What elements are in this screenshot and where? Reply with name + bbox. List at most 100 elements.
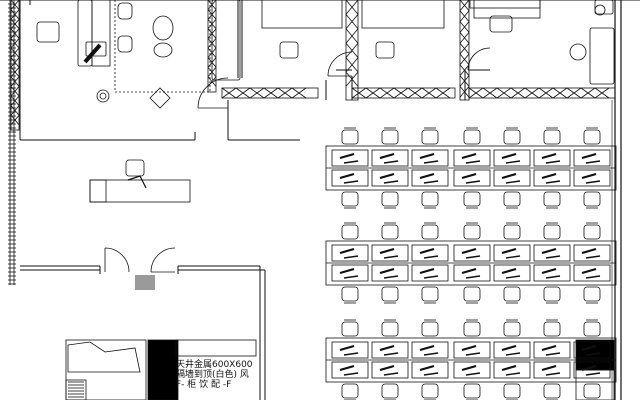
truss-brace <box>365 87 381 99</box>
monitor <box>419 247 435 255</box>
desk-bottom <box>331 264 369 282</box>
keyboard <box>465 255 481 259</box>
workstation <box>533 319 571 400</box>
monitor <box>581 267 597 275</box>
office-desk <box>261 0 343 29</box>
annotation-line-2: 隔墙到顶(白色) 风 <box>176 370 249 380</box>
reception-chair <box>125 159 145 177</box>
workstation <box>533 127 571 209</box>
chair-top <box>341 321 359 337</box>
monitor <box>339 152 355 160</box>
door-office-1 <box>327 51 353 77</box>
desk-bottom <box>371 361 409 379</box>
keyboard <box>423 275 439 279</box>
workstation <box>411 319 449 400</box>
chair-top <box>341 224 359 240</box>
workstation <box>493 222 531 304</box>
chair-top <box>543 129 561 145</box>
truss-brace <box>524 87 540 99</box>
truss-brace <box>459 53 470 66</box>
truss-brace <box>345 57 359 73</box>
monitor <box>581 172 597 180</box>
keyboard <box>423 255 439 259</box>
truss-brace <box>10 47 20 58</box>
truss-brace <box>435 87 451 99</box>
keyboard <box>383 275 399 279</box>
chair-top <box>503 129 521 145</box>
entrance-mat <box>135 275 155 290</box>
door-swing <box>197 77 229 109</box>
desk-top <box>573 341 611 359</box>
chair-top <box>503 224 521 240</box>
chair-bottom <box>543 286 561 302</box>
monitor <box>419 364 435 372</box>
chair-bottom <box>463 383 481 399</box>
truss-brace <box>459 75 470 87</box>
keyboard <box>585 180 601 184</box>
truss-brace <box>345 0 359 15</box>
monitor <box>461 247 477 255</box>
monitor <box>339 247 355 255</box>
keyboard <box>585 372 601 376</box>
fridge <box>147 339 179 400</box>
keyboard <box>383 180 399 184</box>
desk-top <box>493 149 531 167</box>
monitor <box>379 172 395 180</box>
truss-brace <box>459 64 470 76</box>
keyboard <box>423 160 439 164</box>
monitor <box>339 172 355 180</box>
chair-bottom <box>381 286 399 302</box>
door-swing <box>104 247 130 273</box>
pantry-counter <box>65 339 147 400</box>
truss-walls <box>8 0 616 285</box>
desk-bottom <box>453 169 491 187</box>
truss-brace <box>407 87 423 99</box>
chair-bottom <box>341 383 359 399</box>
keyboard <box>545 372 561 376</box>
truss-brace <box>468 87 484 99</box>
door-entrance-left <box>104 247 130 273</box>
monitor <box>461 344 477 352</box>
doors <box>104 47 491 290</box>
rug-outline <box>114 0 211 93</box>
monitor <box>461 152 477 160</box>
workstation <box>331 222 369 304</box>
chair-bottom <box>381 191 399 207</box>
desk-bottom <box>533 264 571 282</box>
truss-frame <box>468 87 616 99</box>
truss-brace <box>10 57 20 68</box>
keyboard <box>465 180 481 184</box>
truss-brace <box>277 87 293 99</box>
keyboard <box>505 275 521 279</box>
workstation <box>573 222 611 304</box>
monitor <box>419 267 435 275</box>
truss-frame <box>351 87 456 99</box>
chair-bottom <box>421 383 439 399</box>
keyboard <box>545 160 561 164</box>
desk-top <box>533 244 571 262</box>
monitor <box>379 364 395 372</box>
monitor <box>541 152 557 160</box>
keyboard <box>383 160 399 164</box>
desk-top <box>533 341 571 359</box>
chair-top <box>381 224 399 240</box>
round-table-small <box>153 42 173 58</box>
desk-bottom <box>533 169 571 187</box>
keyboard <box>343 275 359 279</box>
workstation <box>331 127 369 209</box>
monitor <box>461 364 477 372</box>
workstation <box>371 319 409 400</box>
keyboard <box>585 255 601 259</box>
monitor <box>379 247 395 255</box>
workstation-row <box>325 222 617 304</box>
desk-top <box>411 244 449 262</box>
chair-bottom <box>503 286 521 302</box>
chair-bottom <box>421 191 439 207</box>
office-sofa <box>589 27 615 85</box>
chair-top <box>463 129 481 145</box>
monitor <box>501 267 517 275</box>
keyboard <box>343 372 359 376</box>
desk-top <box>371 341 409 359</box>
truss-brace <box>510 87 526 99</box>
workstation <box>493 127 531 209</box>
